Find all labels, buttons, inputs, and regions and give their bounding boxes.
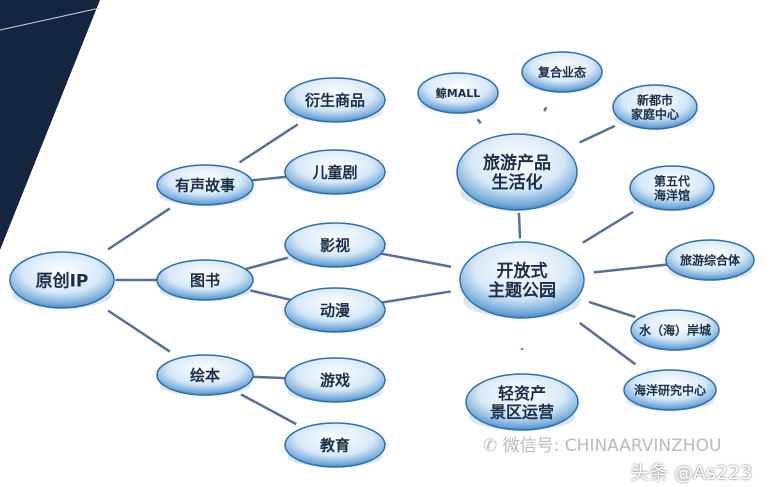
node-drama: 儿童剧 [284,149,386,195]
node-label: 复合业态 [537,65,586,80]
edge-anime-park [380,290,451,304]
node-label: 轻资产 [498,384,546,403]
node-bubble [665,239,755,281]
node-bubble [629,165,715,211]
node-label: 鲸MALL [436,86,480,100]
edge-tourism-family [579,124,616,144]
node-label: 衍生商品 [304,92,365,110]
wechat-icon: ✆ [483,436,498,456]
node-bubble [284,77,386,123]
node-audio: 有声故事 [156,164,254,206]
node-bubble [284,149,386,195]
node-label: 海洋馆 [654,187,690,202]
node-label: 动漫 [320,302,351,320]
edge-tourism-mall [476,118,482,125]
node-resort: 旅游综合体 [665,239,755,281]
node-bubble [465,373,579,431]
node-label: 新都市 [637,93,673,108]
node-bubble [156,354,254,396]
edge-film-park [380,252,452,268]
node-book: 图书 [156,259,254,301]
node-bubble [630,309,720,351]
wechat-watermark: ✆ 微信号: CHINAARVINZHOU [483,436,721,456]
node-bubble [417,72,499,114]
node-bubble [156,164,254,206]
edge-audio-merch [238,123,299,164]
node-film: 影视 [284,222,386,268]
node-mall: 鲸MALL [417,72,499,114]
node-label: 第五代 [654,174,690,189]
node-label: 游戏 [320,372,350,390]
node-label: 绘本 [190,367,220,385]
node-shore: 水（海）岸城 [630,309,720,351]
node-bubble [623,369,717,411]
node-bubble [284,222,386,268]
edge-picture-edu [240,393,297,426]
wechat-id: 微信号: CHINAARVINZHOU [502,436,722,456]
edge-park-ocean [578,321,637,366]
node-bubble [459,241,585,319]
edge-root-picture [107,309,171,353]
corner-line [0,7,101,31]
edge-tourism-park [517,212,522,239]
node-label: 开放式 [497,261,548,282]
node-ocean: 海洋研究中心 [623,369,717,411]
node-bubble [156,259,254,301]
edge-park-aquarium [582,210,634,244]
node-label: 海洋研究中心 [634,383,706,398]
node-edu: 教育 [284,422,386,468]
edge-tourism-complex [543,106,548,112]
edge-park-shore [588,300,636,319]
node-label: 图书 [190,272,220,290]
node-label: 儿童剧 [311,164,357,182]
node-bubble [284,287,386,333]
edge-book-anime [243,287,294,302]
edge-root-audio [107,207,171,251]
toutiao-watermark: 头条 @As223 [630,462,753,484]
node-label: 原创IP [36,270,89,291]
node-label: 景区运营 [490,402,554,421]
node-label: 有声故事 [175,177,235,195]
node-complex: 复合业态 [521,51,603,93]
node-label: 主题公园 [488,280,556,301]
node-bubble [456,133,578,211]
node-merch: 衍生商品 [284,77,386,123]
edge-park-resort [593,263,668,274]
node-game: 游戏 [284,357,386,403]
corner-decoration [0,0,100,250]
node-bubble [9,251,115,309]
edge-book-film [243,255,294,271]
node-picture: 绘本 [156,354,254,396]
node-label: 教育 [319,437,350,455]
node-root: 原创IP [9,251,115,309]
node-label: 旅游产品 [483,153,551,174]
node-label: 家庭中心 [631,106,679,121]
node-label: 水（海）岸城 [639,323,711,338]
node-label: 影视 [320,237,350,255]
node-bubble [612,84,698,130]
node-anime: 动漫 [284,287,386,333]
node-bubble [521,51,603,93]
node-bubble [284,422,386,468]
node-label: 生活化 [492,172,543,193]
node-label: 旅游综合体 [680,253,741,268]
node-bubble [284,357,386,403]
